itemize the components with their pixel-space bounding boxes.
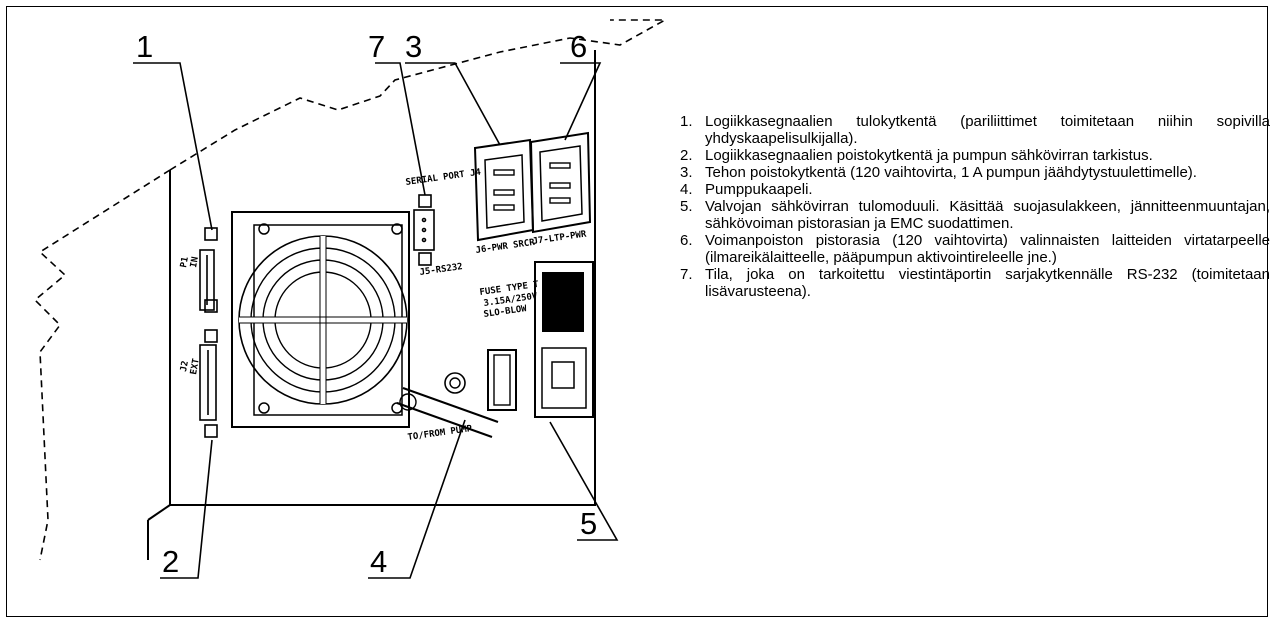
callout-1: 1	[136, 29, 153, 64]
j2-ext-connector	[199, 329, 218, 438]
legend-number: 3.	[680, 164, 693, 181]
housing-cutaway-outline	[33, 19, 669, 561]
callout-7: 7	[368, 29, 385, 64]
p1-label: P1	[179, 256, 191, 268]
ext-label: EXT	[189, 357, 202, 375]
legend-number: 2.	[680, 147, 693, 164]
housing-body	[147, 50, 596, 560]
legend-list: 1. Logiikkasegnaalien tulokytkentä (paril…	[680, 113, 1270, 300]
legend-text: Pumppukaapeli.	[705, 181, 813, 198]
legend-item: 2. Logiikkasegnaalien poistokytkentä ja p…	[680, 147, 1270, 164]
legend-number: 5.	[680, 198, 693, 215]
callout-3: 3	[405, 29, 422, 64]
j6-label: J6-PWR SRCR	[475, 238, 536, 256]
serial-port-j4	[413, 194, 435, 266]
legend-text: Logiikkasegnaalien poistokytkentä ja pum…	[705, 147, 1153, 164]
callout-numbers: 1 2 3 4 5 6 7	[136, 29, 597, 579]
legend-number: 4.	[680, 181, 693, 198]
outlet-j6	[473, 138, 535, 242]
callout-4: 4	[370, 544, 387, 579]
callout-5: 5	[580, 506, 597, 541]
p1-input-connector	[199, 227, 218, 313]
legend-item: 5. Valvojan sähkövirran tulomoduuli. Käsi…	[680, 198, 1270, 232]
callout-leaders	[133, 62, 619, 579]
callout-2: 2	[162, 544, 179, 579]
legend-text: Valvojan sähkövirran tulomoduuli. Käsitt…	[705, 198, 1270, 232]
legend-item: 7. Tila, joka on tarkoitettu viestintäpor…	[680, 266, 1270, 300]
j7-label: J7-LTP-PWR	[532, 229, 588, 247]
j2-label: J2	[179, 360, 191, 372]
legend-text: Voimanpoiston pistorasia (120 vaihtovirt…	[705, 232, 1270, 266]
legend-text: Logiikkasegnaalien tulokytkentä (parilii…	[705, 113, 1270, 147]
pump-label: TO/FROM PUMP	[407, 424, 473, 443]
legend-text: Tila, joka on tarkoitettu viestintäporti…	[705, 266, 1270, 300]
legend-number: 6.	[680, 232, 693, 249]
legend-number: 7.	[680, 266, 693, 283]
legend-item: 1. Logiikkasegnaalien tulokytkentä (paril…	[680, 113, 1270, 147]
in-label: IN	[189, 256, 201, 268]
power-entry-module	[534, 261, 594, 418]
serial-port-label: SERIAL PORT J4	[405, 167, 482, 188]
outlet-j7	[529, 131, 592, 234]
figure-frame	[6, 6, 1268, 617]
callout-6: 6	[570, 29, 587, 64]
legend-item: 3. Tehon poistokytkentä (120 vaihtovirta,…	[680, 164, 1270, 181]
legend-text: Tehon poistokytkentä (120 vaihtovirta, 1…	[705, 164, 1197, 181]
cooling-fan	[231, 211, 410, 428]
legend-item: 4. Pumppukaapeli.	[680, 181, 1270, 198]
pump-cable	[396, 372, 499, 438]
legend-number: 1.	[680, 113, 693, 130]
power-switch	[487, 349, 517, 411]
legend-item: 6. Voimanpoiston pistorasia (120 vaihtovi…	[680, 232, 1270, 266]
